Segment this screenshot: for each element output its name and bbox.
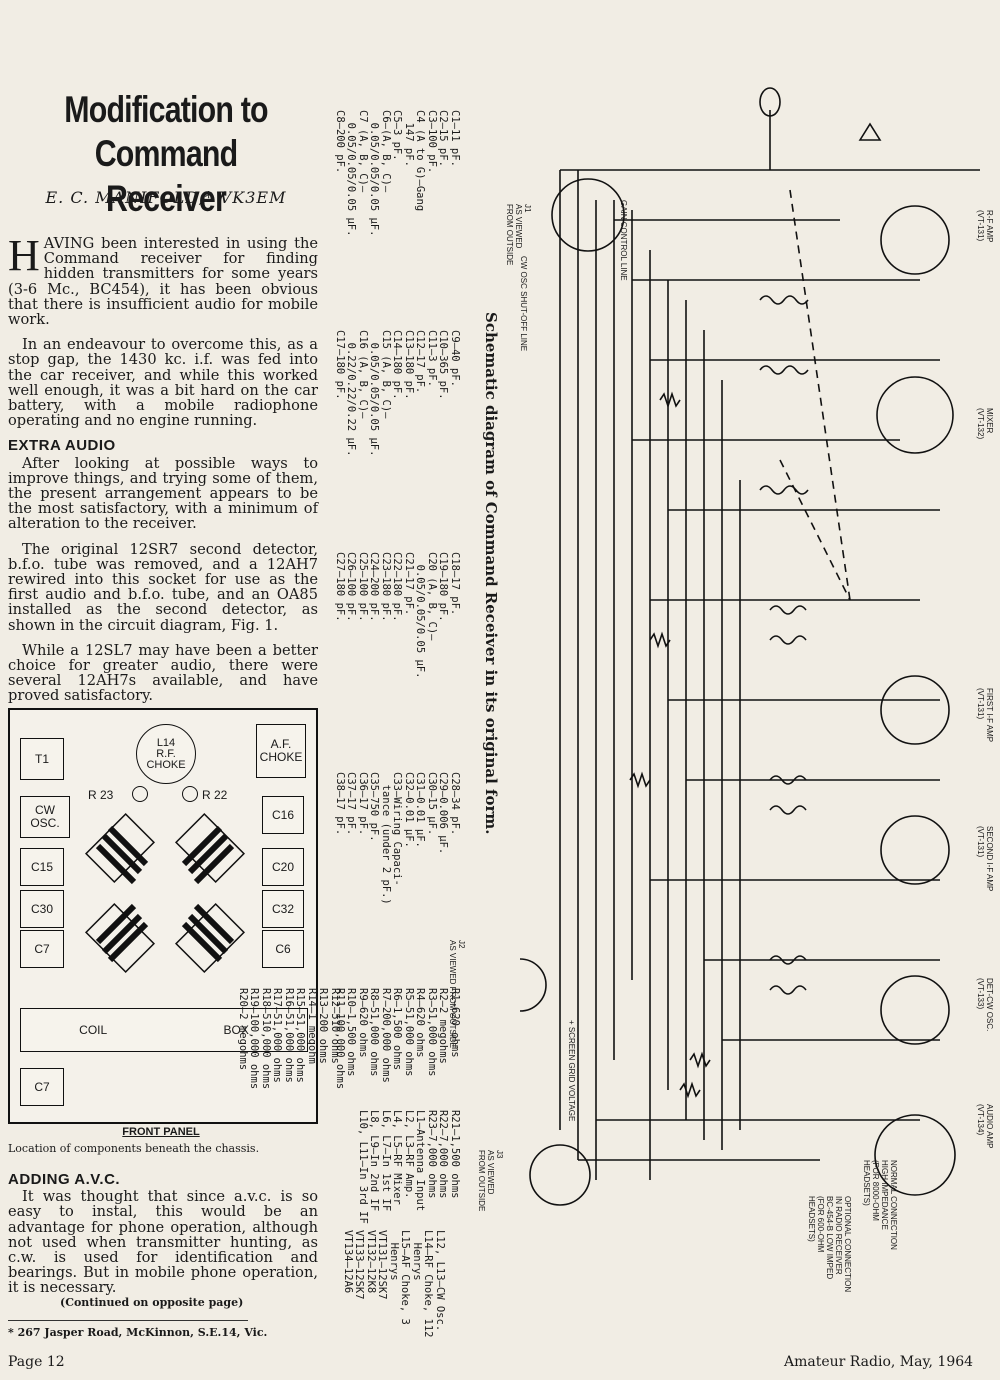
c15-box: C15	[20, 848, 64, 886]
r22-label: R 22	[202, 788, 228, 802]
stage-mixer: MIXER (VT-132)	[976, 408, 994, 440]
stage-audio-amp: AUDIO AMP (VT-134)	[976, 1104, 994, 1149]
c32-box: C32	[262, 890, 304, 928]
schematic-title: Schematic diagram of Command Receiver in…	[482, 312, 500, 835]
continued-note: (Continued on opposite page)	[60, 1296, 244, 1309]
paragraph-3: After looking at possible ways to improv…	[8, 454, 318, 533]
schematic-diagram	[520, 87, 980, 1206]
parts-capacitors-2: C9—40 pF. C10—365 pF. C11—3 pF. C12—17 p…	[334, 330, 461, 457]
c7-lower-box: C7	[20, 1068, 64, 1106]
parts-capacitors-3: C18—17 pF. C19—180 pF. C20 (A, B, C)— 0.…	[334, 552, 461, 679]
r23-pot	[132, 786, 148, 802]
parts-resistors-2: R12—510 ohms R13—200 ohms R14—1 megohm R…	[237, 988, 341, 1090]
article-title: Modification to Command Receiver	[46, 88, 285, 221]
c30-box: C30	[20, 890, 64, 928]
drop-cap: H	[8, 231, 40, 280]
j3-label: J3 AS VIEWED FROM OUTSIDE	[477, 1150, 504, 1212]
r22-pot	[182, 786, 198, 802]
paragraph-2: In an endeavour to overcome this, as a s…	[8, 336, 318, 430]
cw-shutoff-label: CW OSC SHUT-OFF LINE	[519, 256, 528, 352]
title-line-1: Modification to	[64, 89, 268, 130]
paragraph-5: While a 12SL7 may have been a better cho…	[8, 641, 318, 705]
paragraph-6: It was thought that since a.v.c. is so e…	[8, 1188, 318, 1297]
chassis-caption: Location of components beneath the chass…	[8, 1142, 260, 1155]
c16-box: C16	[262, 796, 304, 834]
parts-capacitors-4: C28—34 pF. C29—0.006 µF. C30—15 µF. C31—…	[334, 772, 461, 905]
front-panel-label: FRONT PANEL	[122, 1126, 200, 1138]
parts-coils-tubes: L12, L13—CW Osc. L14—RF Choke, 112 Henry…	[342, 1230, 446, 1338]
optional-connection-note: OPTIONAL CONNECTION IN RADIO RECEIVER BC…	[807, 1196, 852, 1293]
stage-first-if: FIRST I-F AMP (VT-131)	[976, 688, 994, 743]
heading-extra-audio: EXTRA AUDIO	[8, 437, 116, 455]
intro-text: AVING been interested in using the Comma…	[8, 235, 318, 329]
heading-avc: ADDING A.V.C.	[8, 1171, 121, 1188]
title-line-2: Command Receiver	[94, 133, 238, 219]
resistor-boards	[84, 812, 246, 974]
parts-capacitors-1: C1—11 pF. C2—15 pF. C3—100 pF. C4 (A to …	[334, 110, 461, 237]
screen-grid-label: + SCREEN GRID VOLTAGE	[567, 1020, 576, 1122]
author-byline: E. C. MANIFOLD,* VK3EM	[45, 188, 287, 207]
magazine-footer: Amateur Radio, May, 1964	[784, 1354, 974, 1370]
af-choke-box: A.F.CHOKE	[256, 724, 306, 778]
j2-label: J2 AS VIEWED FROM OUTSIDE	[448, 940, 466, 1049]
paragraph-4: The original 12SR7 second detector, b.f.…	[8, 540, 318, 634]
c7-box: C7	[20, 930, 64, 968]
page-number: Page 12	[8, 1354, 65, 1370]
stage-second-if: SECOND I-F AMP (VT-131)	[976, 826, 994, 892]
gain-control-label: GAIN CONTROL LINE	[619, 200, 628, 281]
avc-section: ADDING A.V.C. It was thought that since …	[8, 1172, 318, 1306]
c20-box: C20	[262, 848, 304, 886]
normal-connection-note: NORMAL CONNECTION HIGH IMPEDANCE (FOR 80…	[862, 1160, 898, 1250]
footnote: * 267 Jasper Road, McKinnon, S.E.14, Vic…	[8, 1326, 268, 1339]
r23-label: R 23	[88, 788, 114, 802]
stage-rf-amp: R-F AMP (VT-131)	[976, 210, 994, 243]
footnote-rule	[8, 1320, 248, 1321]
c6-box: C6	[262, 930, 304, 968]
t1-box: T1	[20, 738, 64, 780]
parts-resistors-3: R21—1,500 ohms R22—7,000 ohms R23—7,000 …	[357, 1110, 461, 1224]
parts-resistors-1: R1—620 ohms R2—2 megohms R3—51,000 ohms …	[334, 988, 461, 1090]
stage-det-cw: DET-CW OSC. (VT-133)	[976, 978, 994, 1032]
